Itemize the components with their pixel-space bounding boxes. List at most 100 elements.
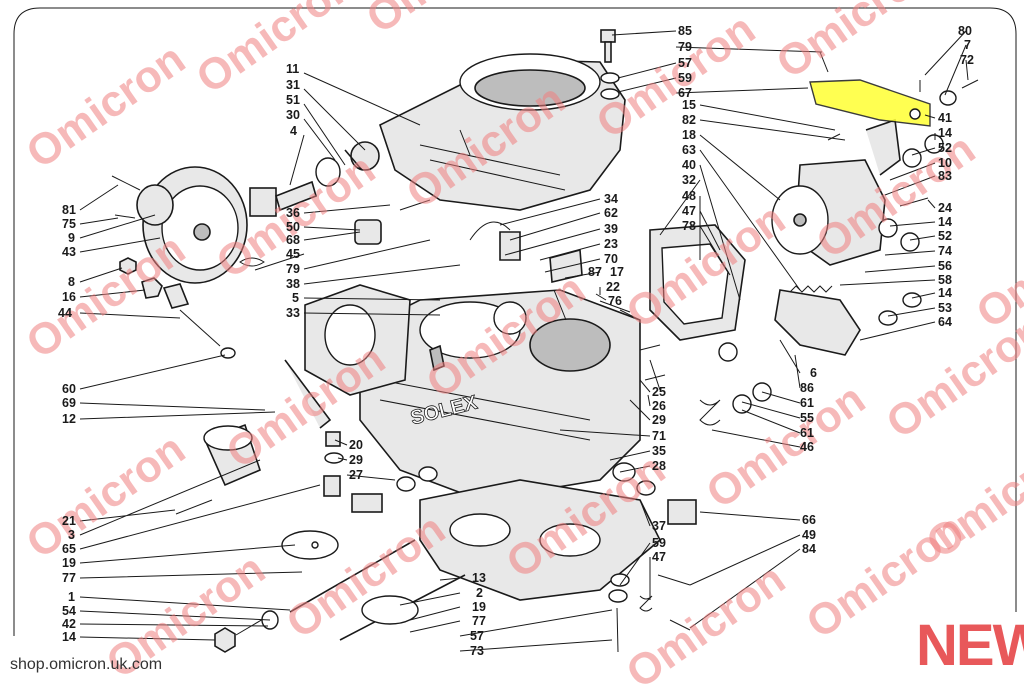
- part-label-11: 11: [286, 62, 299, 76]
- part-label-8: 8: [68, 275, 75, 289]
- part-label-15: 15: [682, 98, 696, 112]
- part-label-58: 58: [938, 273, 952, 287]
- part-label-54: 54: [62, 604, 76, 618]
- part-label-69: 69: [62, 396, 76, 410]
- part-label-47: 47: [682, 204, 696, 218]
- part-labels-left: 1131513048175943365068457938533816446069…: [58, 62, 300, 644]
- choke-housing: [771, 159, 886, 266]
- part-label-63: 63: [682, 143, 696, 157]
- part-label-30: 30: [286, 108, 300, 122]
- part-label-71: 71: [652, 429, 666, 443]
- part-label-6: 6: [810, 366, 817, 380]
- part-label-79: 79: [286, 262, 300, 276]
- part-label-85: 85: [678, 24, 692, 38]
- inlet-manifold-flange: [304, 284, 411, 396]
- part-label-51: 51: [286, 93, 300, 107]
- watermark-9: Omicron: [768, 0, 944, 88]
- part-label-29: 29: [349, 453, 363, 467]
- part-label-62: 62: [604, 206, 618, 220]
- part-label-83: 83: [938, 169, 952, 183]
- part-label-35: 35: [652, 444, 666, 458]
- part-label-12: 12: [62, 412, 76, 426]
- part-label-52: 52: [938, 141, 952, 155]
- part-label-47: 47: [652, 550, 666, 564]
- part-label-14: 14: [938, 215, 952, 229]
- part-label-31: 31: [286, 78, 300, 92]
- part-label-23: 23: [604, 237, 618, 251]
- part-label-32: 32: [682, 173, 696, 187]
- part-label-33: 33: [286, 306, 300, 320]
- part-label-26: 26: [652, 399, 666, 413]
- part-labels-right: 8579575967158218634032484778807724114521…: [678, 24, 974, 556]
- part-label-65: 65: [62, 542, 76, 556]
- part-label-13: 13: [472, 571, 486, 585]
- part-label-45: 45: [286, 247, 300, 261]
- watermark-20: Omicron: [618, 554, 794, 687]
- part-label-14: 14: [938, 126, 952, 140]
- carburettor-main-body: SOLEX: [359, 289, 641, 501]
- diaphragm-cover-assembly: [136, 166, 248, 284]
- part-label-7: 7: [964, 38, 971, 52]
- part-label-56: 56: [938, 259, 952, 273]
- watermark-2: Omicron: [358, 0, 534, 43]
- watermark-0: Omicron: [18, 34, 194, 178]
- part-label-4: 4: [290, 124, 297, 138]
- part-label-78: 78: [682, 219, 696, 233]
- part-label-77: 77: [472, 614, 486, 628]
- part-label-44: 44: [58, 306, 72, 320]
- part-label-27: 27: [349, 468, 363, 482]
- choke-flap-cup: [203, 423, 261, 487]
- shop-url: shop.omicron.uk.com: [10, 656, 163, 673]
- part-label-80: 80: [958, 24, 972, 38]
- part-label-34: 34: [604, 192, 618, 206]
- part-label-1: 1: [68, 590, 75, 604]
- part-label-57: 57: [678, 56, 692, 70]
- part-label-28: 28: [652, 459, 666, 473]
- part-label-14: 14: [938, 286, 952, 300]
- part-label-67: 67: [678, 86, 692, 100]
- part-label-59: 59: [678, 71, 692, 85]
- watermark-10: Omicron: [18, 424, 194, 568]
- part-label-46: 46: [800, 440, 814, 454]
- fast-idle-cam: [774, 285, 861, 356]
- part-label-42: 42: [62, 617, 76, 631]
- watermark-18: Omicron: [698, 374, 874, 518]
- part-label-75: 75: [62, 217, 76, 231]
- part-label-39: 39: [604, 222, 618, 236]
- part-label-36: 36: [286, 206, 300, 220]
- part-label-14: 14: [62, 630, 76, 644]
- part-label-19: 19: [62, 556, 76, 570]
- accelerator-pump-cover: [649, 224, 746, 341]
- part-label-29: 29: [652, 413, 666, 427]
- part-label-17: 17: [610, 265, 624, 279]
- part-label-59: 59: [652, 536, 666, 550]
- leader-lines: [79, 30, 969, 652]
- part-label-5: 5: [292, 291, 299, 305]
- new-badge: NEW: [916, 613, 1024, 678]
- part-label-82: 82: [682, 113, 696, 127]
- part-label-87: 87: [588, 265, 602, 279]
- part-label-64: 64: [938, 315, 952, 329]
- part-label-49: 49: [802, 528, 816, 542]
- part-label-70: 70: [604, 252, 618, 266]
- part-label-22: 22: [606, 280, 620, 294]
- part-label-24: 24: [938, 201, 952, 215]
- part-label-52: 52: [938, 229, 952, 243]
- part-label-3: 3: [68, 528, 75, 542]
- carburettor-base-flange: [419, 479, 661, 601]
- part-label-37: 37: [652, 519, 666, 533]
- throttle-spindle-primary: [281, 530, 416, 613]
- part-label-18: 18: [682, 128, 696, 142]
- part-label-68: 68: [286, 233, 300, 247]
- part-label-43: 43: [62, 245, 76, 259]
- part-label-66: 66: [802, 513, 816, 527]
- part-label-84: 84: [802, 542, 816, 556]
- part-label-53: 53: [938, 301, 952, 315]
- part-label-86: 86: [800, 381, 814, 395]
- part-label-25: 25: [652, 385, 666, 399]
- part-labels-mid: 2029273462392387701722762526297135283759…: [349, 192, 666, 658]
- part-label-55: 55: [800, 411, 814, 425]
- part-label-76: 76: [608, 294, 622, 308]
- part-label-61: 61: [800, 426, 814, 440]
